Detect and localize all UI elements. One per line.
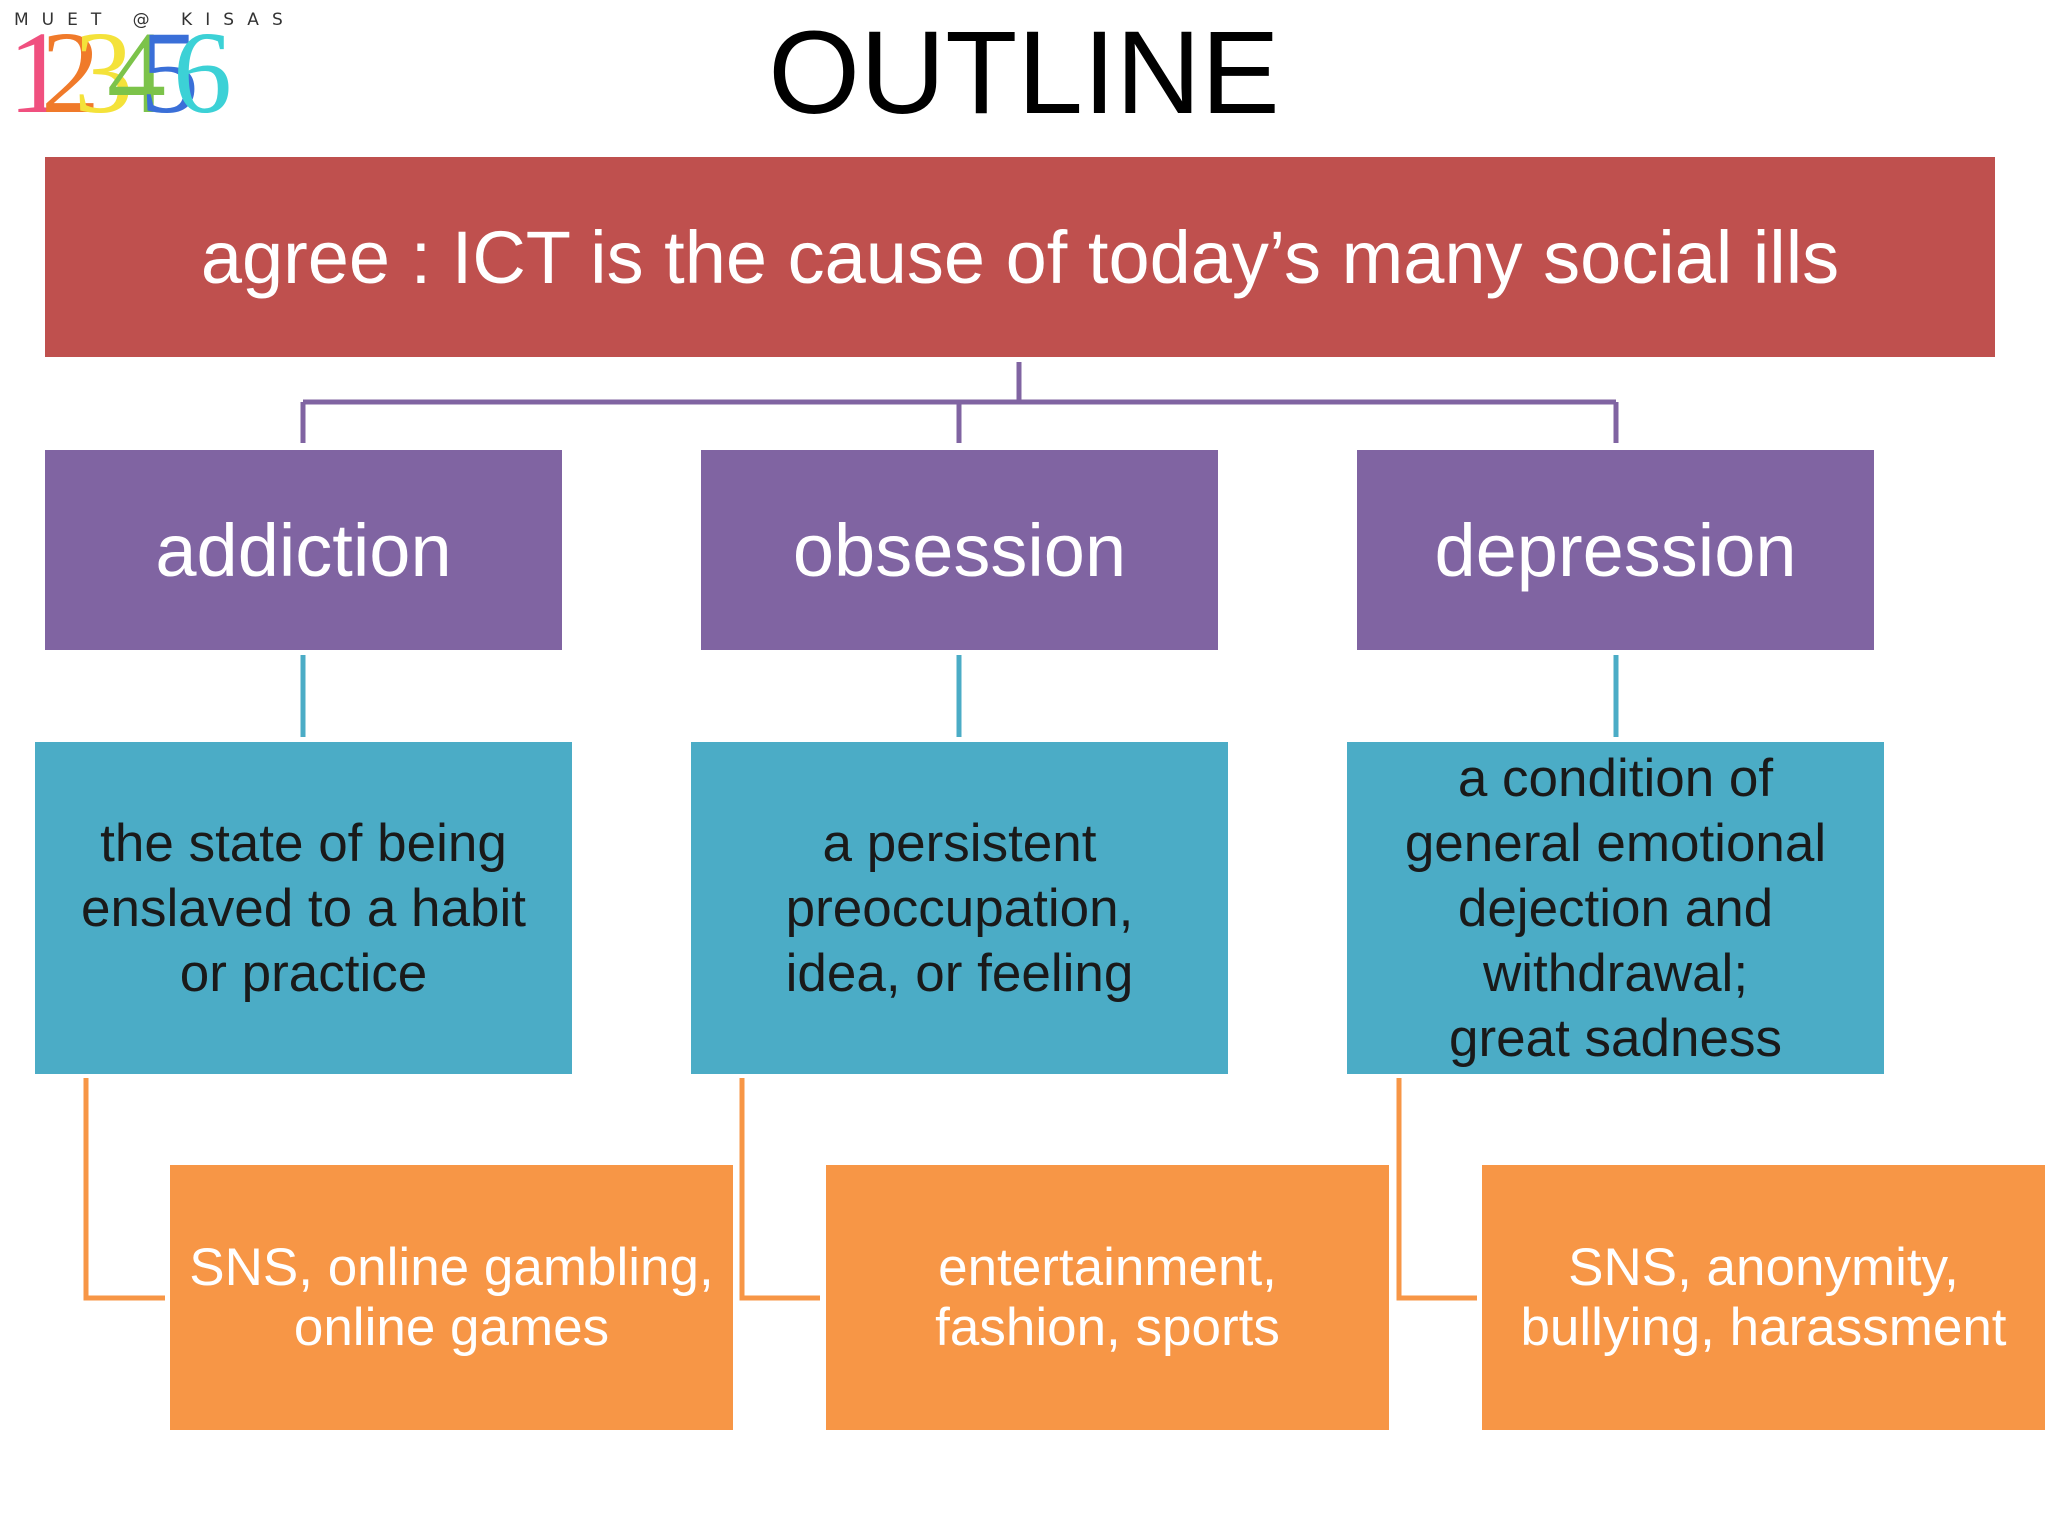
topic-label: depression bbox=[1434, 508, 1797, 592]
examples-addiction: SNS, online gambling, online games bbox=[170, 1165, 733, 1430]
definition-text: the state of being enslaved to a habit o… bbox=[81, 813, 526, 1003]
logo-digit: 2 bbox=[41, 7, 100, 138]
examples-text: entertainment, fashion, sports bbox=[935, 1237, 1280, 1357]
definition-addiction: the state of being enslaved to a habit o… bbox=[35, 742, 572, 1074]
logo-digit: 6 bbox=[173, 7, 232, 138]
definition-connectors bbox=[300, 655, 1619, 737]
examples-obsession: entertainment, fashion, sports bbox=[826, 1165, 1389, 1430]
topic-depression: depression bbox=[1357, 450, 1874, 650]
root-connector bbox=[300, 362, 1619, 443]
logo-digit: 4 bbox=[107, 7, 166, 138]
definition-text: a persistent preoccupation, idea, or fee… bbox=[785, 813, 1134, 1003]
page-title: OUTLINE bbox=[768, 7, 1280, 139]
definition-text: a condition of general emotional dejecti… bbox=[1404, 748, 1827, 1068]
topic-addiction: addiction bbox=[45, 450, 562, 650]
topic-label: obsession bbox=[792, 508, 1127, 592]
examples-text: SNS, anonymity, bullying, harassment bbox=[1520, 1237, 2007, 1357]
logo: 1 2 3 4 5 6 bbox=[8, 14, 232, 132]
examples-depression: SNS, anonymity, bullying, harassment bbox=[1482, 1165, 2045, 1430]
topic-obsession: obsession bbox=[701, 450, 1218, 650]
logo-digit: 1 bbox=[8, 7, 67, 138]
logo-digit: 5 bbox=[140, 7, 199, 138]
logo-digit: 3 bbox=[74, 7, 133, 138]
definition-obsession: a persistent preoccupation, idea, or fee… bbox=[691, 742, 1228, 1074]
definition-depression: a condition of general emotional dejecti… bbox=[1347, 742, 1884, 1074]
examples-text: SNS, online gambling, online games bbox=[189, 1237, 714, 1357]
topic-label: addiction bbox=[155, 508, 452, 592]
logo-caption: MUET @ KISAS bbox=[14, 10, 296, 30]
root-label: agree : ICT is the cause of today’s many… bbox=[200, 215, 1840, 299]
root-node: agree : ICT is the cause of today’s many… bbox=[45, 157, 1995, 357]
example-connectors bbox=[83, 1078, 1477, 1301]
